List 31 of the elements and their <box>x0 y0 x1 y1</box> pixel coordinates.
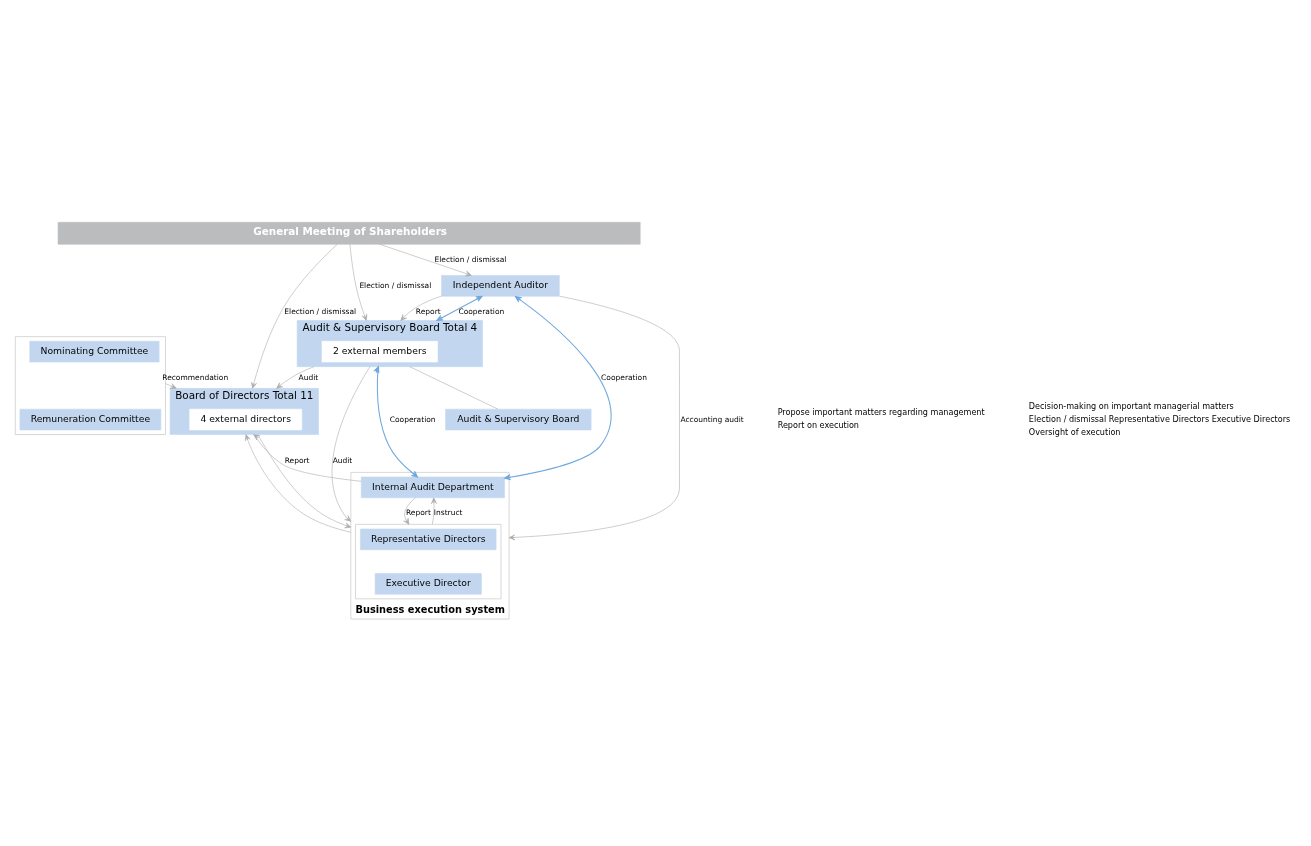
arrow <box>251 243 338 389</box>
arrow <box>349 244 368 321</box>
arrow <box>379 243 472 277</box>
node-box: Internal Audit Department <box>360 476 505 499</box>
node-box: Nominating Committee <box>29 341 160 363</box>
arrow <box>436 295 483 321</box>
node-box: General Meeting of Shareholders <box>57 222 641 245</box>
arrow <box>331 366 371 522</box>
connector <box>409 366 499 410</box>
arrow <box>165 383 177 389</box>
arrow <box>373 366 419 478</box>
arrow <box>508 295 680 541</box>
node-box: Independent Auditor <box>441 275 560 297</box>
arrow <box>403 497 416 525</box>
arrow <box>276 366 315 389</box>
label: Propose important matters regarding management <box>777 407 985 418</box>
node-box: Audit & Supervisory Board <box>445 408 592 431</box>
label: Election / dismissal Representative Directors Executive Directors <box>1028 413 1291 424</box>
label: Decision-making on important managerial matters <box>1028 400 1234 411</box>
node-box: Representative Directors <box>360 528 497 551</box>
arrow <box>504 295 612 481</box>
label: Report on execution <box>777 420 859 431</box>
cluster <box>355 524 502 600</box>
arrow <box>400 295 442 321</box>
arrow <box>253 434 362 482</box>
arrow <box>431 497 437 525</box>
node-box: Remuneration Committee <box>19 408 162 431</box>
label: Oversight of execution <box>1028 427 1121 438</box>
node-box: 4 external directors <box>189 408 303 431</box>
node-box: 2 external members <box>321 341 438 363</box>
node-box: Executive Director <box>374 573 482 595</box>
